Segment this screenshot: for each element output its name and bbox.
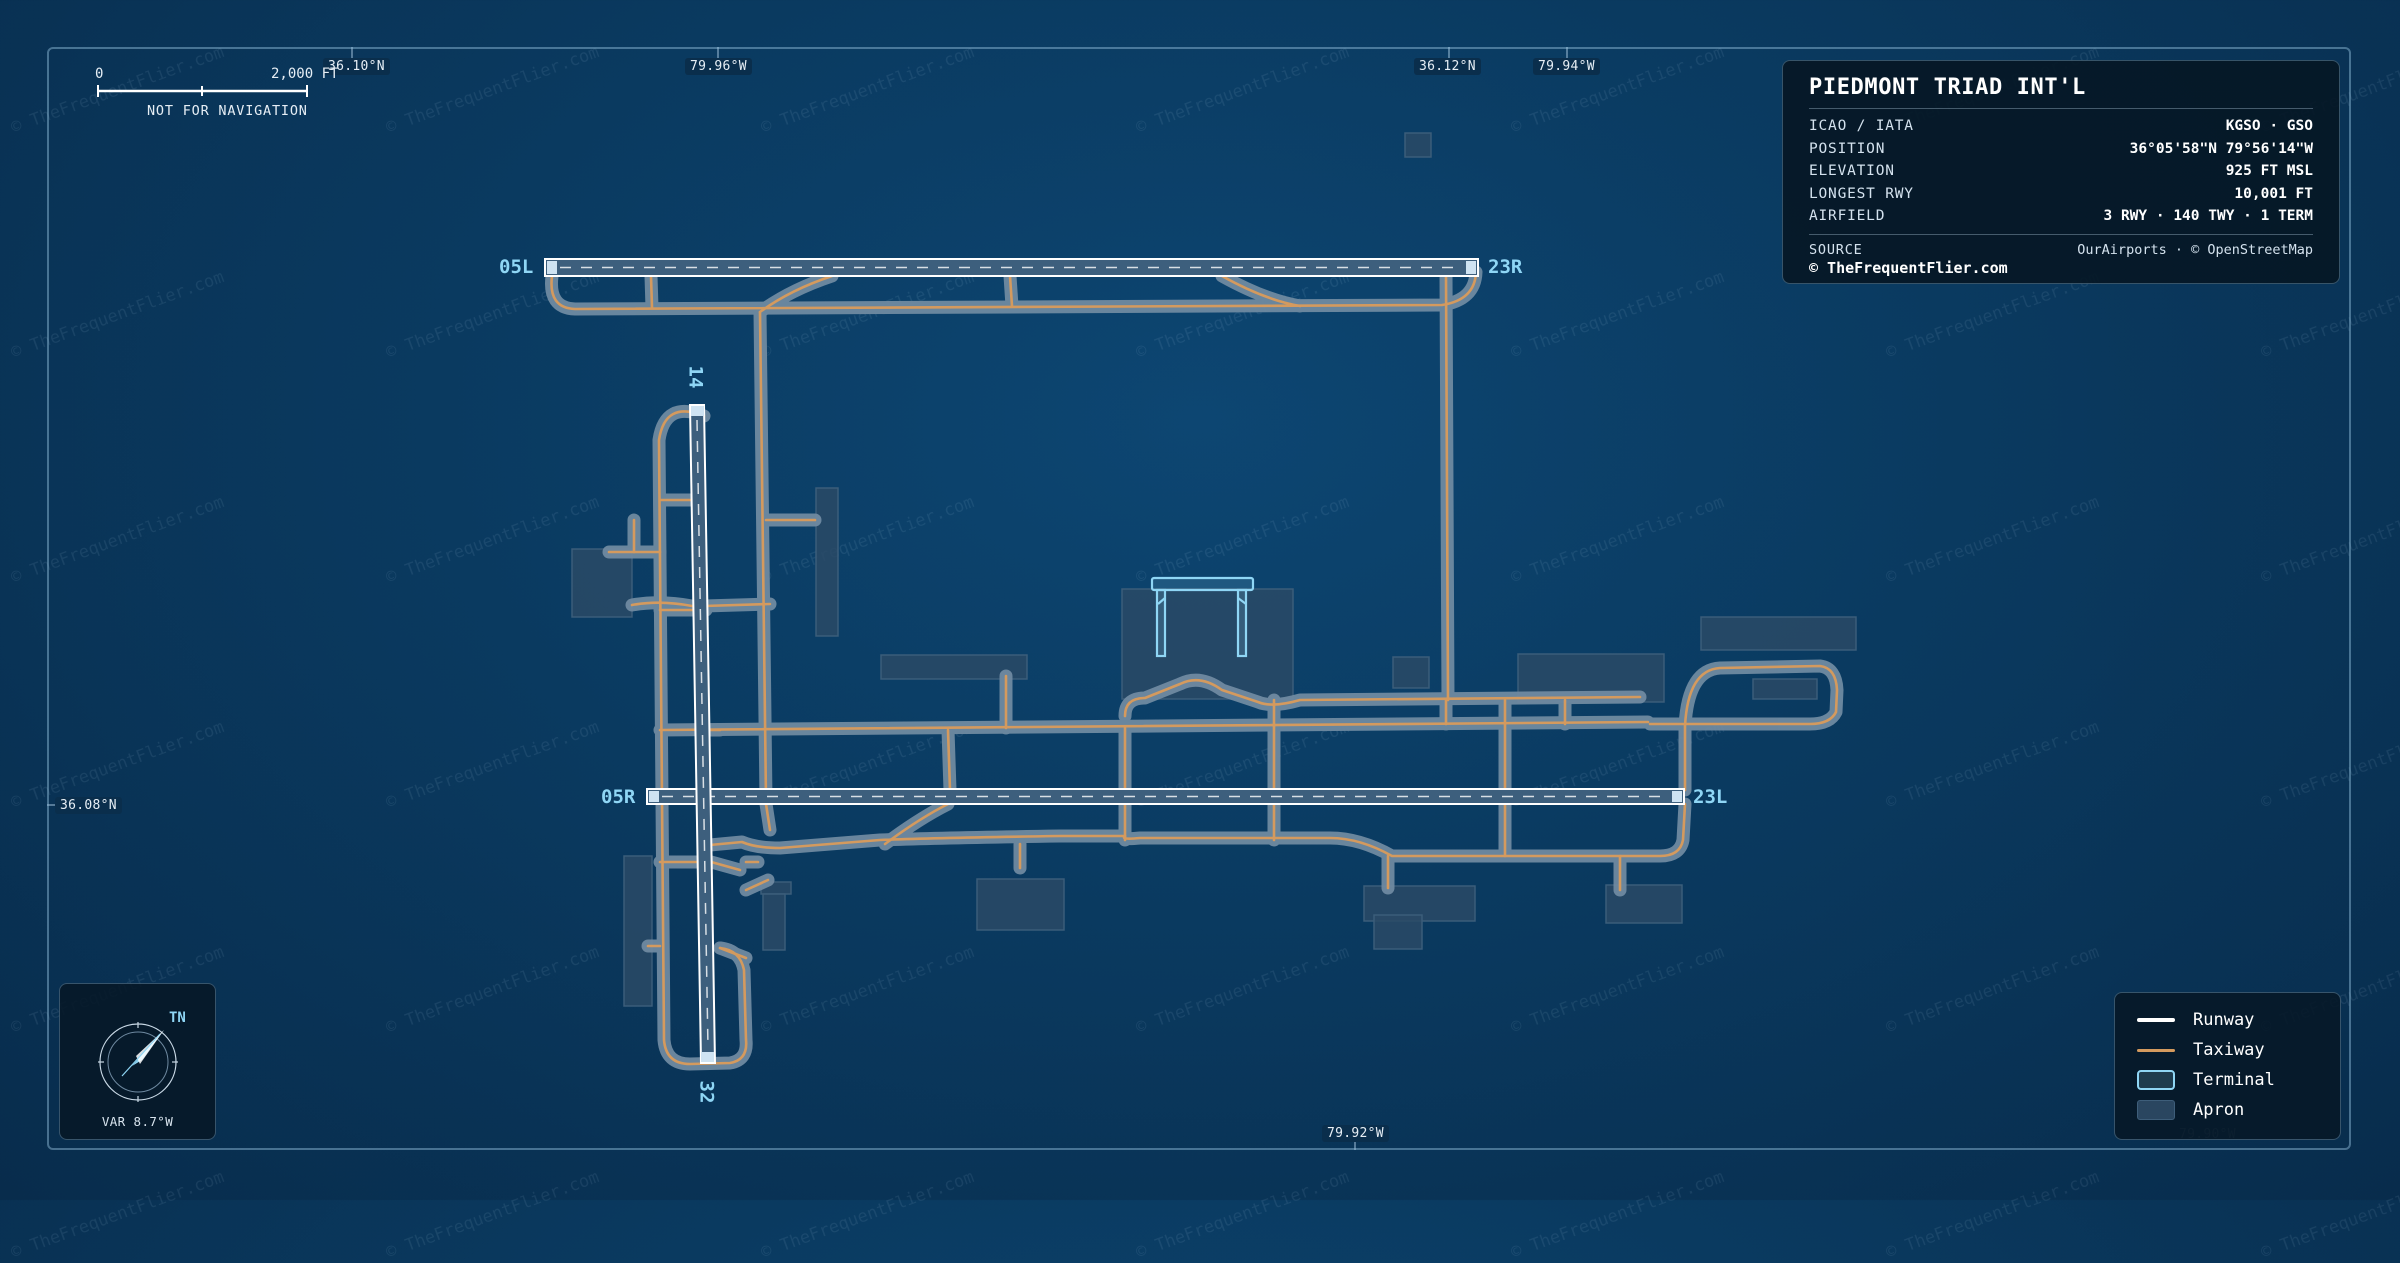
taxiway-centerline: [758, 310, 768, 802]
compass-rose: TN VAR 8.7°W: [59, 983, 216, 1140]
legend-item-runway: Runway: [2137, 1005, 2318, 1035]
apron-layer: [571, 132, 1857, 1007]
apron: [1404, 132, 1432, 158]
taxiway-centerline: [649, 274, 654, 310]
runway-label-32: 32: [695, 1080, 718, 1104]
apron: [1752, 678, 1818, 700]
legend-item-apron: Apron: [2137, 1095, 2318, 1125]
taxiway-centerline: [883, 802, 950, 846]
info-row-source: SOURCE OurAirports · © OpenStreetMap: [1809, 233, 2313, 262]
taxiway-centerline: [1122, 802, 1687, 858]
runway-05R-23L: [646, 788, 1685, 805]
airport-diagram: [47, 47, 1857, 1150]
apron: [623, 855, 653, 1007]
airport-info-panel: PIEDMONT TRIAD INT'L ICAO / IATA KGSO · …: [1782, 60, 2340, 284]
info-row-elevation: ELEVATION 925 FT MSL: [1809, 163, 2313, 179]
taxiway-centerline: [718, 946, 748, 960]
taxiway-centerline: [744, 878, 770, 892]
taxiway-centerline: [658, 720, 1650, 732]
taxiway-centerline: [1008, 274, 1014, 308]
legend-item-terminal: Terminal: [2137, 1065, 2318, 1095]
apron: [762, 893, 786, 951]
coord-label-top: 79.94°W: [1533, 58, 1600, 75]
terminal-building: [1150, 576, 1255, 658]
apron: [571, 548, 633, 618]
taxiway-centerline: [764, 802, 772, 832]
taxiway-centerline: [1648, 664, 1839, 792]
scale-start-label: 0: [95, 66, 104, 82]
credit-text: © TheFrequentFlier.com: [1809, 259, 2008, 277]
taxiway-network: [544, 265, 1844, 1071]
magnetic-variation: VAR 8.7°W: [101, 1114, 174, 1129]
airport-name: PIEDMONT TRIAD INT'L: [1809, 75, 2313, 109]
apron: [1373, 914, 1423, 950]
taxiway-centerline: [550, 270, 1478, 311]
runway-05L-23R: [544, 258, 1479, 277]
info-row-position: POSITION 36°05'58"N 79°56'14"W: [1809, 140, 2313, 157]
map-legend: Runway Taxiway Terminal Apron: [2114, 992, 2341, 1140]
info-row-airfield: AIRFIELD 3 RWY · 140 TWY · 1 TERM: [1809, 208, 2313, 224]
coord-label-bottom: 79.92°W: [1322, 1125, 1389, 1142]
runway-swatch: [2137, 1018, 2175, 1022]
taxiway-centerline: [702, 602, 772, 608]
scale-end-label: 2,000 FT: [271, 66, 339, 82]
runway-14-32: [688, 404, 717, 1064]
scale-note: NOT FOR NAVIGATION: [147, 103, 308, 119]
runway-label-05L: 05L: [499, 256, 534, 278]
taxiway-centerline: [1220, 274, 1302, 308]
apron: [815, 487, 839, 637]
coord-label-top: 36.10°N: [323, 58, 390, 75]
runway-label-23L: 23L: [1693, 786, 1728, 808]
taxiway-centerline: [1444, 274, 1450, 702]
coord-label-left: 36.08°N: [55, 797, 122, 814]
coord-label-top: 79.96°W: [685, 58, 752, 75]
info-row-codes: ICAO / IATA KGSO · GSO: [1809, 118, 2313, 134]
scale-bar: 0 2,000 FT NOT FOR NAVIGATION: [95, 66, 342, 126]
north-arrow-icon: [98, 1022, 178, 1102]
apron-swatch: [2137, 1100, 2175, 1120]
taxiway-centerline: [657, 410, 748, 1066]
apron: [1700, 616, 1857, 651]
runway-label-23R: 23R: [1488, 256, 1523, 278]
runway-label-14: 14: [684, 365, 707, 389]
runway-layer: [544, 258, 1685, 1064]
legend-item-taxiway: Taxiway: [2137, 1035, 2318, 1065]
taxiway-centerline: [758, 274, 834, 314]
coord-label-top: 36.12°N: [1414, 58, 1481, 75]
apron: [976, 878, 1065, 931]
taxiway-centerline: [946, 728, 952, 792]
terminal-swatch: [2137, 1070, 2175, 1090]
runway-label-05R: 05R: [601, 786, 636, 808]
apron: [1392, 656, 1430, 689]
taxiway-centerline: [1123, 678, 1642, 718]
taxiway-swatch: [2137, 1048, 2175, 1052]
map-frame: [47, 47, 2351, 1150]
taxiway-centerline: [632, 518, 662, 554]
true-north-label: TN: [169, 1010, 186, 1026]
info-row-longest-runway: LONGEST RWY 10,001 FT: [1809, 185, 2313, 202]
